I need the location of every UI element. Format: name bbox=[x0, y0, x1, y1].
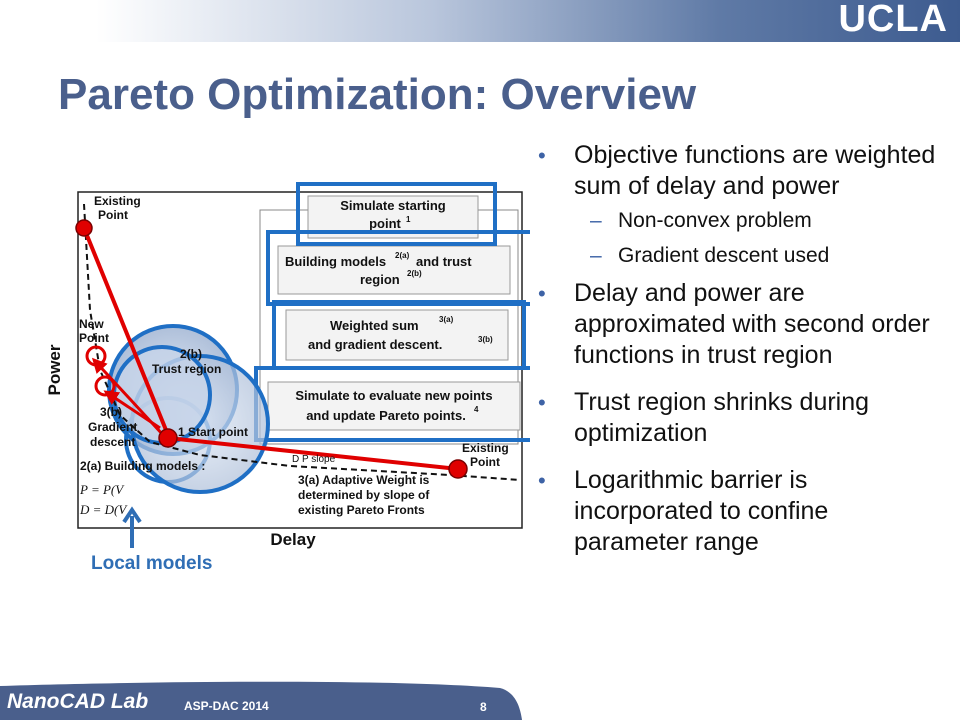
delay-equation: D = D(V bbox=[79, 502, 128, 517]
flow-box-2-line1b: and trust bbox=[416, 254, 472, 269]
bullet-item: •Delay and power are approximated with s… bbox=[538, 279, 930, 369]
trust-region-label-2: Trust region bbox=[152, 362, 221, 376]
slope-label: D P slope bbox=[292, 454, 336, 465]
path-to-existing bbox=[167, 436, 459, 471]
flow-box-2-line2: region bbox=[360, 272, 400, 287]
bullet-icon: • bbox=[538, 468, 546, 493]
flow-box-3-sup2: 3(b) bbox=[478, 335, 493, 344]
existing-point-top-label-2: Point bbox=[98, 208, 128, 222]
adaptive-label-1: 3(a) Adaptive Weight is bbox=[298, 473, 430, 487]
flow-box-1-sup: 1 bbox=[406, 215, 411, 224]
adaptive-label-2: determined by slope of bbox=[298, 488, 430, 502]
flow-box-4-sup: 4 bbox=[474, 405, 479, 414]
gradient-arrow-2 bbox=[103, 390, 161, 430]
adaptive-label-3: existing Pareto Fronts bbox=[298, 503, 425, 517]
bullet-icon: • bbox=[538, 281, 546, 306]
pareto-figure: Simulate starting point 1 Building model… bbox=[45, 182, 530, 549]
local-models-arrowhead bbox=[122, 506, 142, 524]
bullet-icon: • bbox=[538, 390, 546, 415]
flow-box-2-sup2: 2(b) bbox=[407, 269, 422, 278]
local-models-label: Local models bbox=[91, 553, 213, 574]
sub-bullet-item: –Non-convex problem bbox=[590, 209, 812, 232]
lab-name: NanoCAD Lab bbox=[7, 690, 149, 713]
trust-region-label-1: 2(b) bbox=[180, 347, 202, 361]
flow-box-2-line1: Building models bbox=[285, 254, 386, 269]
power-equation: P = P(V bbox=[79, 482, 125, 497]
highlight-box-1 bbox=[296, 182, 497, 246]
new-point-label-1: New bbox=[79, 317, 104, 331]
dash-icon: – bbox=[590, 244, 602, 267]
flow-box-1-line1: Simulate starting bbox=[340, 198, 446, 213]
existing-point-right bbox=[448, 459, 468, 479]
sub-bullet-item: –Gradient descent used bbox=[590, 244, 830, 267]
dash-icon: – bbox=[590, 209, 602, 232]
ucla-logo: UCLA bbox=[838, 0, 948, 40]
gradient-label-2: Gradient bbox=[88, 420, 137, 434]
start-point bbox=[158, 428, 178, 448]
header-bar: UCLA bbox=[0, 0, 960, 42]
existing-point-top-label-1: Existing bbox=[94, 194, 141, 208]
new-point-label-2: Point bbox=[79, 331, 109, 345]
conference-name: ASP-DAC 2014 bbox=[184, 699, 269, 713]
slide-title: Pareto Optimization: Overview bbox=[58, 70, 697, 119]
gradient-label-1: 3(b) bbox=[100, 405, 122, 419]
bullet-list: •Objective functions are weighted sum of… bbox=[534, 140, 944, 564]
bullet-item: •Objective functions are weighted sum of… bbox=[538, 141, 936, 200]
x-axis-label: Delay bbox=[270, 530, 316, 549]
flow-box-2-sup1: 2(a) bbox=[395, 251, 410, 260]
existing-point-top bbox=[75, 219, 93, 237]
flow-box-1-line2: point bbox=[369, 216, 401, 231]
flow-box-4-line1: Simulate to evaluate new points bbox=[295, 388, 492, 403]
start-point-label: 1 Start point bbox=[178, 425, 248, 439]
bullet-item: •Logarithmic barrier is incorporated to … bbox=[538, 466, 829, 556]
flow-box-weighted-sum bbox=[285, 309, 509, 361]
flow-box-4-line2: and update Pareto points. bbox=[306, 408, 466, 423]
flow-box-simulate-evaluate bbox=[267, 381, 521, 431]
new-point-circle bbox=[85, 345, 107, 367]
y-axis-label: Power bbox=[45, 344, 64, 395]
existing-point-right-label-1: Existing bbox=[462, 441, 509, 455]
building-models-label: 2(a) Building models : bbox=[80, 459, 205, 473]
path-to-start bbox=[82, 227, 170, 436]
bullet-item: •Trust region shrinks during optimizatio… bbox=[538, 388, 870, 447]
new-point-circle-2 bbox=[94, 375, 116, 397]
gradient-label-3: descent bbox=[90, 435, 135, 449]
page-number: 8 bbox=[480, 700, 487, 714]
existing-point-right-label-2: Point bbox=[470, 455, 500, 469]
pareto-front-curve bbox=[83, 203, 521, 481]
flow-box-3-line1: Weighted sum bbox=[330, 318, 419, 333]
bullet-icon: • bbox=[538, 143, 546, 168]
flow-box-3-sup1: 3(a) bbox=[439, 315, 454, 324]
footer-bar bbox=[0, 681, 522, 720]
flow-box-3-line2: and gradient descent. bbox=[308, 337, 442, 352]
